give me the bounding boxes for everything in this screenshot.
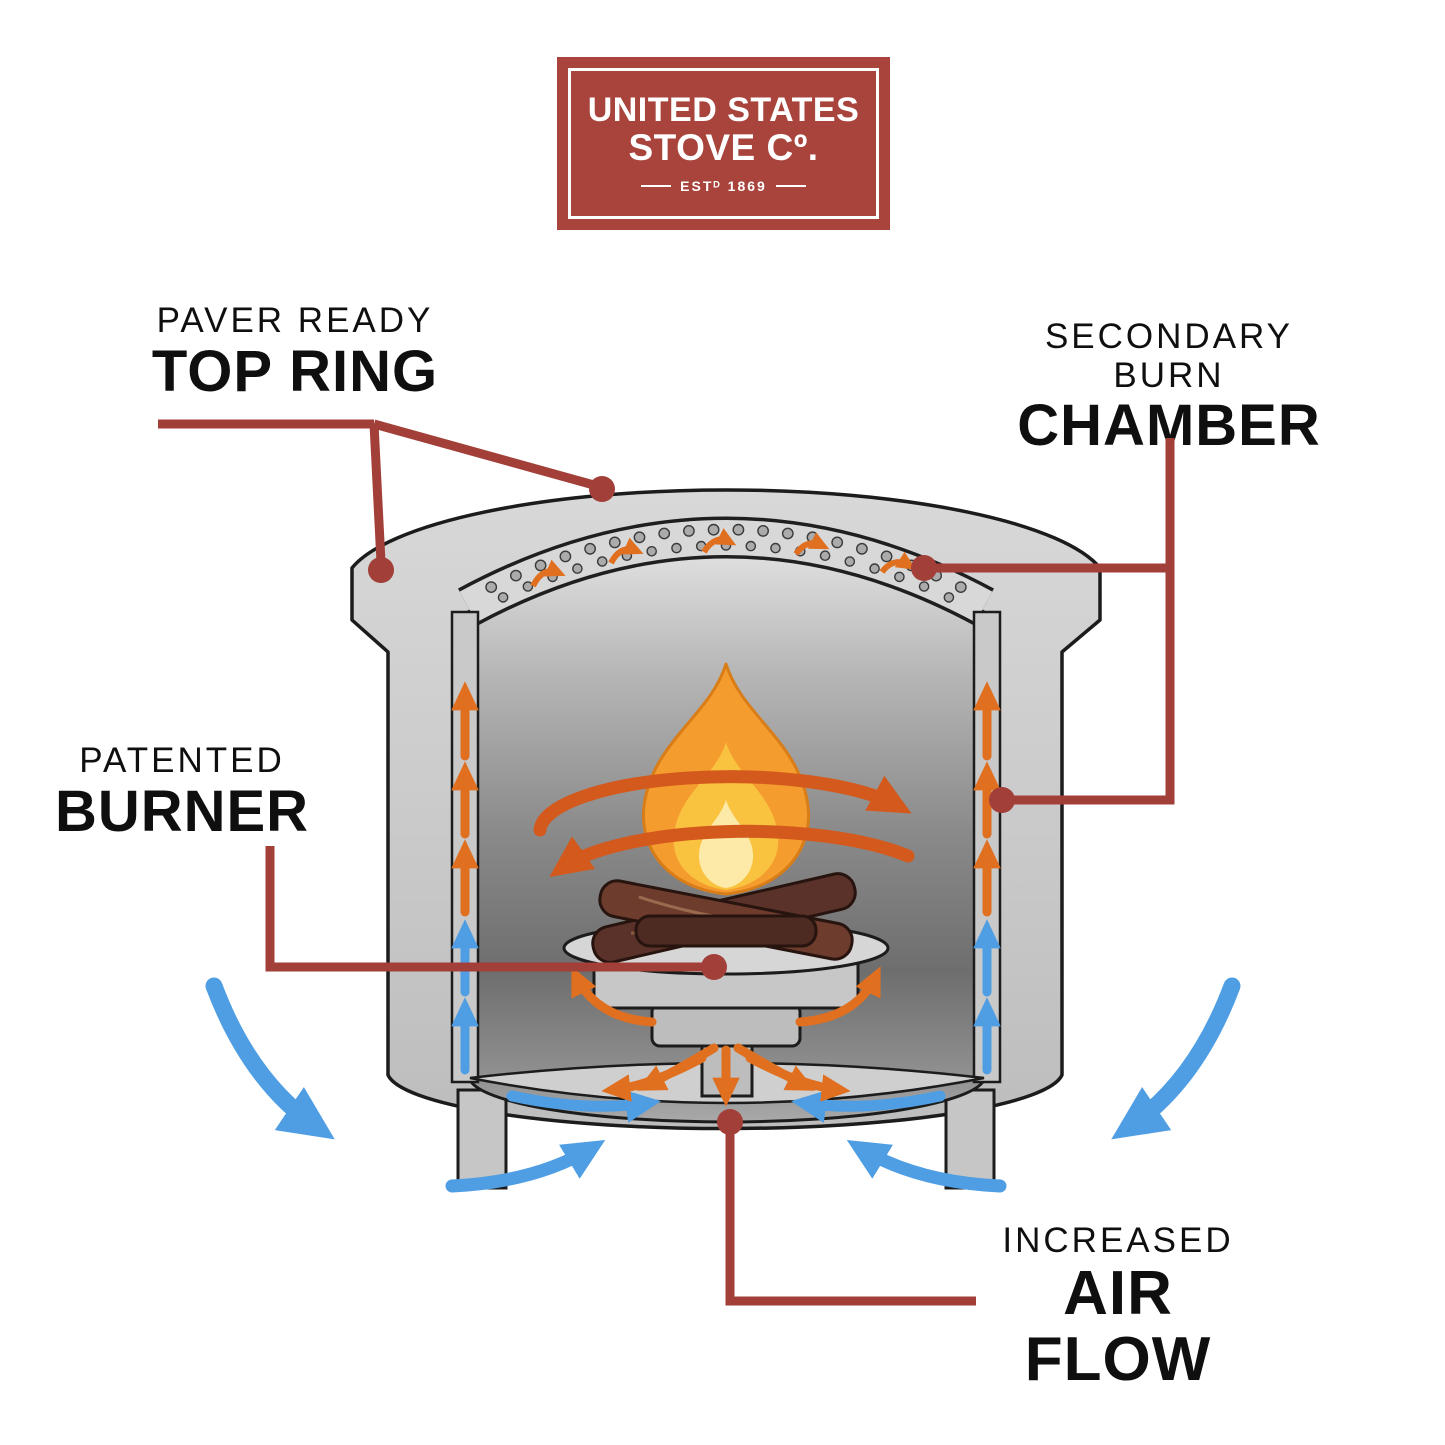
brand-logo: UNITED STATES STOVE Cº. ESTᴰ 1869 [557,57,890,230]
brand-logo-frame: UNITED STATES STOVE Cº. ESTᴰ 1869 [568,68,879,219]
callout-line-burner [265,846,716,972]
dot-top-ring-rim [589,476,615,502]
callout-label-top-ring: PAVER READY TOP RING [118,301,472,404]
air-flow-eyebrow: INCREASED [1002,1221,1234,1260]
cool-air-arrow-icon [205,977,1241,1193]
established-text: ESTᴰ 1869 [680,178,767,195]
secondary-burn-jet-arrows [530,528,917,588]
est-rule-right [775,185,806,188]
hot-air-arrow-icon [451,681,1001,917]
callout-line-chamber [930,438,1175,805]
swirl-arrows [533,770,915,877]
callout-lines [158,419,1175,1306]
callout-line-top-ring [158,419,603,563]
secondary-burn-eyebrow: SECONDARY BURN [1044,317,1294,395]
air-flow-title: AIR FLOW [1024,1258,1212,1395]
dot-burner [701,954,727,980]
est-rule-left [641,185,672,188]
brand-established: ESTᴰ 1869 [641,178,806,194]
dot-chamber-wall [989,787,1015,813]
brand-name-line1: UNITED STATES [587,90,860,129]
dot-top-ring-flange [368,557,394,583]
cool-air-wall-arrows [451,919,1001,1075]
callout-line-air-flow [725,1128,976,1306]
callout-dot [368,476,1015,1135]
logs [591,872,857,964]
pit-foot-left [456,1088,508,1190]
dot-chamber-band [911,555,937,581]
burner-title: BURNER [54,778,310,844]
top-ring-eyebrow: PAVER READY [156,301,434,340]
pit-foot-right [944,1088,996,1190]
callout-label-burner: PATENTED BURNER [10,741,354,844]
callout-label-air-flow: INCREASED AIR FLOW [962,1221,1274,1395]
dot-air-flow [717,1109,743,1135]
top-ring-title: TOP RING [151,338,439,404]
burner-eyebrow: PATENTED [79,741,285,780]
brand-name-line2: STOVE Cº. [628,127,819,169]
burner-air-arrows [571,966,881,1107]
